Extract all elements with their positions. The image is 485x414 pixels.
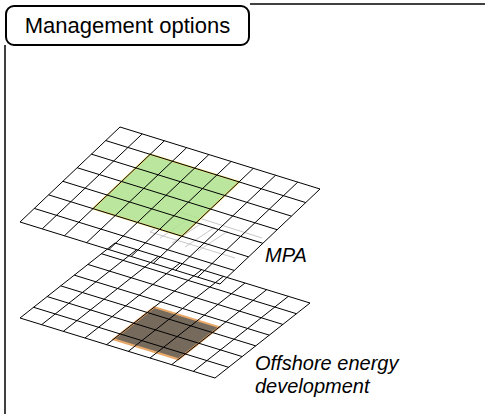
- layer-label: MPA: [265, 244, 325, 267]
- panel-border: [250, 3, 485, 5]
- box-title: Management options: [25, 13, 230, 39]
- title-box: Management options: [5, 5, 250, 46]
- layer-label: Offshore energy development: [255, 352, 425, 398]
- panel-border: [4, 45, 6, 414]
